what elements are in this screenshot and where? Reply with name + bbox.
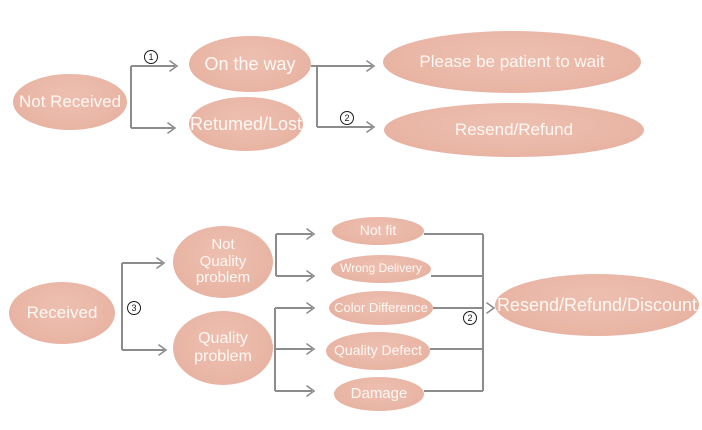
right-collector [424, 233, 496, 392]
arrowhead-icon [306, 270, 316, 282]
node-label: Not Quality problem [195, 235, 251, 287]
arrowhead-icon [366, 121, 376, 133]
node-returned-lost: Retumed/Lost [189, 97, 303, 151]
step-label-2-bottom: 2 [463, 311, 477, 325]
arrowhead-icon [306, 385, 316, 397]
node-label: Please be patient to wait [419, 52, 605, 72]
arrowhead-icon [156, 257, 166, 269]
node-please-be-patient: Please be patient to wait [383, 31, 641, 93]
node-label: Damage [350, 384, 408, 402]
node-wrong-delivery: Wrong Delivery [331, 255, 431, 283]
arrowhead-icon [366, 60, 376, 72]
node-not-received: Not Received [13, 74, 127, 130]
top-left-bracket [130, 60, 179, 134]
arrowhead-icon [167, 122, 177, 134]
step-label-2-top: 2 [340, 111, 354, 125]
bottom-left-bracket [121, 257, 168, 356]
arrowhead-icon [158, 344, 168, 356]
node-label: Not fit [359, 222, 397, 239]
step-label-1: 1 [144, 50, 158, 64]
node-damage: Damage [334, 377, 424, 411]
node-label: Not Received [18, 92, 122, 112]
node-label: Resend/Refund/Discount [496, 294, 698, 315]
arrowhead-icon [306, 343, 316, 355]
node-label: Color Difference [334, 299, 428, 315]
step-number: 2 [344, 112, 350, 123]
arrowhead-icon [169, 60, 179, 72]
quality-bracket [274, 302, 316, 397]
node-label: Resend/Refund [454, 120, 574, 140]
node-received: Received [9, 282, 115, 344]
step-number: 1 [148, 51, 154, 62]
node-on-the-way: On the way [189, 36, 311, 92]
node-label: Quality problem [194, 330, 252, 365]
not-quality-bracket [275, 228, 316, 282]
step-number: 3 [131, 302, 137, 313]
node-color-difference: Color Difference [329, 291, 433, 325]
node-label: Retumed/Lost [189, 113, 303, 134]
step-number: 2 [467, 312, 473, 323]
node-label: On the way [204, 53, 296, 74]
node-label: Quality Defect [334, 342, 422, 359]
node-resend-refund-discount: Resend/Refund/Discount [495, 274, 699, 336]
node-resend-refund: Resend/Refund [384, 103, 644, 157]
node-not-quality-problem: Not Quality problem [173, 226, 273, 298]
node-quality-defect: Quality Defect [326, 332, 430, 370]
node-label: Wrong Delivery [340, 261, 422, 276]
step-label-3: 3 [127, 301, 141, 315]
arrowhead-icon [306, 302, 316, 314]
top-right-bracket [311, 60, 376, 133]
arrowhead-icon [306, 228, 316, 240]
node-quality-problem: Quality problem [173, 311, 273, 385]
arrowhead-icon [486, 302, 496, 314]
node-label: Received [26, 303, 98, 323]
node-not-fit: Not fit [332, 217, 424, 245]
